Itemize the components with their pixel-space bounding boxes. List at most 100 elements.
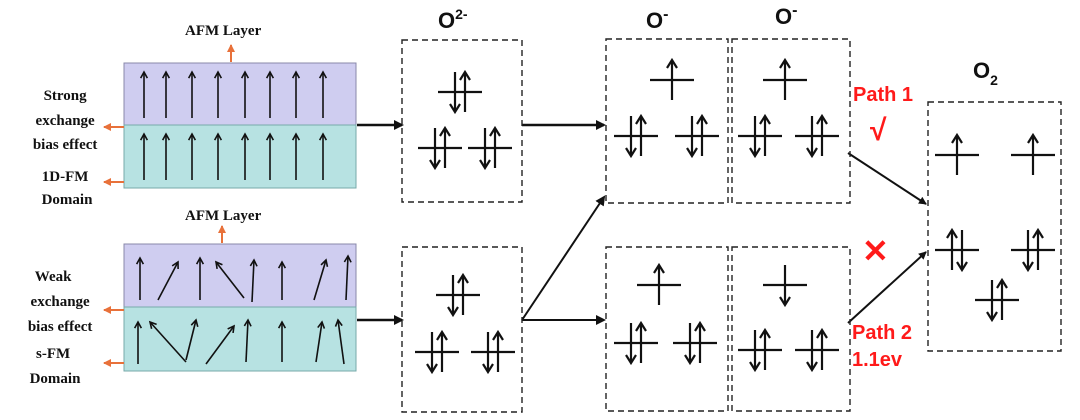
electron-spin-down bbox=[749, 116, 761, 159]
orbital-level bbox=[1011, 227, 1055, 273]
spin-arrow bbox=[133, 320, 143, 364]
electron-spin-down bbox=[806, 330, 818, 373]
electron-spin-down bbox=[447, 275, 459, 318]
electron-spin-up bbox=[439, 125, 451, 168]
electron-spin-up bbox=[951, 132, 963, 175]
box-ominus-a-bottom bbox=[605, 246, 729, 412]
top-structure: AFM Layer Strong exchange bias effect 1D… bbox=[33, 23, 357, 208]
electron-spin-down bbox=[779, 265, 791, 308]
spin-arrow bbox=[313, 258, 329, 301]
box-ominus-b-top bbox=[731, 38, 851, 204]
top-afm-label: AFM Layer bbox=[185, 23, 262, 39]
top-afm-layer bbox=[123, 62, 357, 126]
spin-arrow bbox=[213, 132, 223, 180]
bottom-afm-spins bbox=[135, 254, 352, 303]
electron-spin-up bbox=[696, 113, 708, 156]
electron-spin-down bbox=[482, 332, 494, 375]
box-ominus-a-top bbox=[605, 38, 729, 204]
electron-spin-down bbox=[686, 116, 698, 159]
orbital-level bbox=[650, 57, 694, 100]
path1-check-mark: √ bbox=[870, 114, 887, 147]
orbital-level bbox=[471, 329, 515, 375]
electron-spin-down bbox=[1022, 230, 1034, 273]
top-left-label: Strong exchange bias effect 1D-FM Domain bbox=[33, 88, 101, 208]
electron-spin-up bbox=[816, 113, 828, 156]
spin-arrow bbox=[139, 132, 149, 180]
orbital-level bbox=[418, 125, 462, 171]
spin-arrow bbox=[334, 318, 345, 365]
bottom-fm-layer bbox=[123, 306, 357, 372]
path2-label: Path 2 bbox=[852, 322, 912, 344]
box-o2minus-bottom bbox=[401, 246, 523, 413]
electron-spin-down bbox=[625, 323, 637, 366]
orbital-level bbox=[675, 113, 719, 159]
spin-arrow bbox=[195, 256, 205, 300]
electron-spin-up bbox=[816, 327, 828, 370]
spin-arrow bbox=[135, 256, 145, 300]
orbital-level bbox=[1011, 132, 1055, 175]
spin-arrow bbox=[161, 132, 171, 180]
electron-spin-down bbox=[449, 72, 461, 115]
orbital-level bbox=[614, 320, 658, 366]
orbital-level bbox=[795, 327, 839, 373]
flow-arrow-o2minus-bottom-up bbox=[521, 195, 606, 321]
electron-spin-up bbox=[1032, 227, 1044, 270]
electron-spin-up bbox=[694, 320, 706, 363]
electron-spin-down bbox=[806, 116, 818, 159]
electron-spin-up bbox=[1027, 132, 1039, 175]
orbital-level bbox=[935, 227, 979, 273]
spin-arrow bbox=[291, 132, 301, 180]
electron-spin-down bbox=[986, 280, 998, 323]
orbital-diagrams bbox=[415, 57, 1055, 375]
electron-spin-up bbox=[489, 125, 501, 168]
top-fm-layer bbox=[123, 124, 357, 189]
spin-arrow bbox=[139, 70, 149, 118]
orbital-level bbox=[763, 57, 807, 100]
spin-arrow bbox=[187, 70, 197, 118]
path2-cross-mark: ✕ bbox=[862, 233, 889, 269]
electron-spin-up bbox=[653, 262, 665, 305]
electron-spin-up bbox=[492, 329, 504, 372]
spin-arrow bbox=[243, 318, 252, 363]
electron-spin-up bbox=[996, 277, 1008, 320]
electron-spin-up bbox=[779, 57, 791, 100]
electron-spin-down bbox=[956, 230, 968, 273]
electron-spin-up bbox=[759, 327, 771, 370]
electron-spin-down bbox=[625, 116, 637, 159]
electron-spin-down bbox=[429, 128, 441, 171]
box-o2minus-top bbox=[401, 39, 523, 203]
electron-spin-down bbox=[684, 323, 696, 366]
electron-spin-down bbox=[479, 128, 491, 171]
spin-arrow bbox=[213, 70, 223, 118]
spin-arrow bbox=[240, 132, 250, 180]
label-o2minus: O2- bbox=[438, 6, 468, 33]
electron-spin-up bbox=[946, 227, 958, 270]
spin-arrow bbox=[157, 260, 179, 301]
electron-spin-up bbox=[666, 57, 678, 100]
flow-arrow-path2 bbox=[847, 251, 927, 324]
label-o2: O2 bbox=[973, 58, 998, 88]
electron-spin-up bbox=[436, 329, 448, 372]
spin-arrow bbox=[277, 320, 287, 362]
label-ominus-a: O- bbox=[646, 6, 668, 33]
top-afm-spins bbox=[139, 70, 328, 118]
orbital-level bbox=[468, 125, 512, 171]
label-ominus-b: O- bbox=[775, 2, 797, 29]
bottom-structure: AFM Layer Weak exchange bias effect s-FM… bbox=[28, 208, 357, 387]
spin-arrow bbox=[318, 132, 328, 180]
orbital-level bbox=[738, 327, 782, 373]
path2-energy: 1.1ev bbox=[852, 349, 903, 371]
spin-arrow bbox=[148, 320, 187, 363]
orbital-level bbox=[795, 113, 839, 159]
orbital-level bbox=[673, 320, 717, 366]
spin-arrow bbox=[240, 70, 250, 118]
path1-label: Path 1 bbox=[853, 84, 913, 106]
box-ominus-b-bottom bbox=[731, 246, 851, 412]
orbital-level bbox=[763, 265, 807, 308]
electron-spin-up bbox=[457, 272, 469, 315]
spin-arrow bbox=[343, 254, 352, 301]
spin-arrow bbox=[249, 258, 258, 303]
orbital-level bbox=[975, 277, 1019, 323]
orbital-level bbox=[438, 69, 482, 115]
spin-arrow bbox=[265, 132, 275, 180]
